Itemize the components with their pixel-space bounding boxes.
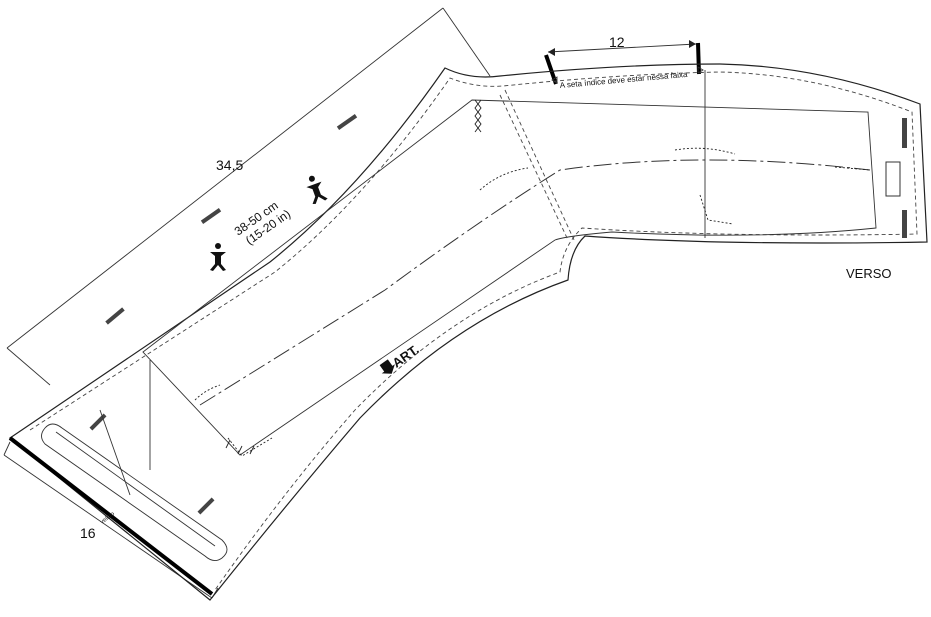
velcro-marks <box>89 114 907 515</box>
dim-ext-bottom <box>6 347 51 386</box>
velcro-mark-1 <box>336 114 358 130</box>
arrow-note-left-icon <box>551 76 558 84</box>
arrow-indicator-icon <box>379 359 395 374</box>
art-label: ART. <box>379 342 422 374</box>
dim-length-text: 34,5 <box>216 157 243 173</box>
tab-rect <box>885 161 901 197</box>
strap-slot-outer <box>41 423 228 561</box>
size-label: 38-50 cm (15-20 in) <box>232 198 293 247</box>
dim-arrow-left <box>548 48 555 56</box>
dim-window-text: 12 <box>609 34 625 50</box>
strap-slot-inner <box>55 431 216 547</box>
velcro-mark-3 <box>105 307 125 325</box>
velcro-mark-4 <box>89 413 107 431</box>
dim-width-text: 16 <box>80 525 96 541</box>
cross-stitches <box>194 99 871 457</box>
arrow-note-text: A seta índice deve estar nessa faixa <box>559 70 688 90</box>
velcro-mark-2 <box>200 208 222 224</box>
inner-panel-seam <box>499 94 569 241</box>
velcro-mark-6 <box>902 118 907 148</box>
seam-allowance <box>29 71 918 591</box>
slot-guide-1 <box>99 409 131 496</box>
pattern-outline <box>8 63 928 601</box>
inner-panel-seam-2 <box>504 89 576 243</box>
dim-ext-left <box>3 441 11 456</box>
window-marker-left <box>544 54 558 85</box>
arrow-note: A seta índice deve estar nessa faixa <box>559 70 688 90</box>
velcro-mark-7 <box>902 210 907 238</box>
velcro-mark-5 <box>197 497 215 515</box>
dim-line-length <box>6 7 444 349</box>
dim-arrow-right <box>689 40 696 48</box>
dim-line-window <box>547 43 697 53</box>
inner-panel <box>142 99 877 456</box>
dim-ext-top <box>442 7 491 77</box>
verso-label: VERSO <box>846 266 892 281</box>
strap-slot <box>41 360 228 561</box>
person-icon <box>210 243 226 271</box>
center-line <box>199 159 871 406</box>
dimension-window: 12 <box>544 34 701 85</box>
dimension-length: 34,5 <box>6 7 491 386</box>
person-icon <box>306 175 328 205</box>
strap-edge <box>8 436 214 596</box>
arrow-note-right-icon <box>697 66 704 74</box>
window-marker-right <box>696 42 701 75</box>
